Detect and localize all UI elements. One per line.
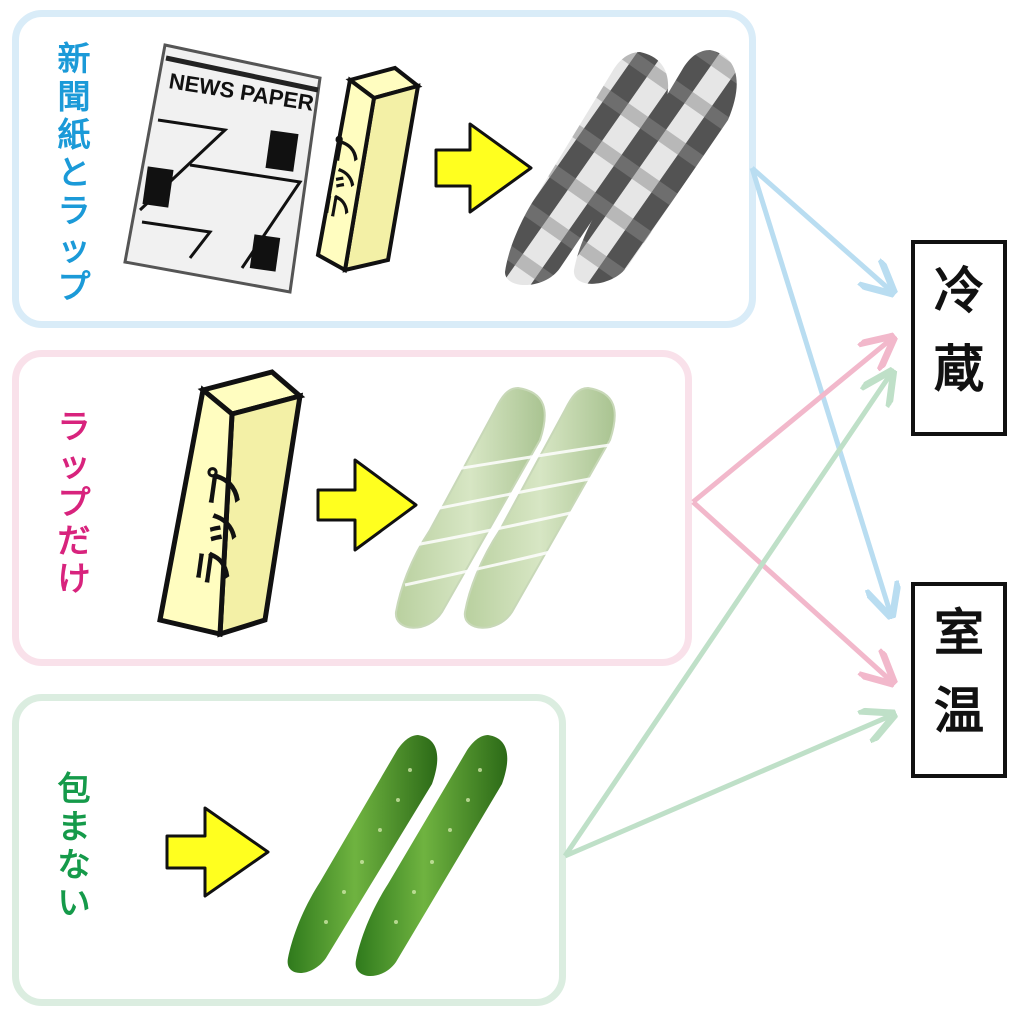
destination-room-temperature: 室温: [911, 582, 1007, 778]
cucumbers-unwrapped: [287, 735, 508, 977]
arrow-unwrapped-to-room: [564, 716, 890, 859]
method-label-unwrapped: 包まない: [57, 769, 91, 922]
method-label-newspaper-and-wrap: 新聞紙とラップ: [57, 39, 91, 306]
arrow-wrap-to-fridge: [691, 340, 890, 504]
arrow-newspaper-to-fridge: [750, 166, 890, 290]
destination-refrigerator: 冷蔵: [911, 240, 1007, 436]
cucumbers-newspaper-wrapped: [505, 50, 737, 286]
arrow-unwrapped-to-fridge: [562, 375, 890, 858]
cucumbers-wrap-only: [394, 386, 616, 629]
arrow-newspaper-to-room: [749, 167, 890, 612]
yellow-arrow-2: [316, 458, 418, 552]
yellow-arrow-1: [434, 122, 533, 214]
newspaper-illustration: NEWS PAPER: [123, 43, 322, 294]
wrap-box-illustration-1: ラップ: [315, 65, 423, 274]
yellow-arrow-3: [165, 806, 270, 898]
method-label-wrap-only: ラップだけ: [57, 407, 91, 598]
wrap-box-illustration-2: ラップ: [157, 369, 306, 638]
arrow-wrap-to-room: [691, 500, 890, 680]
yellow-arrows: [165, 122, 533, 898]
connector-arrows: [562, 166, 890, 859]
